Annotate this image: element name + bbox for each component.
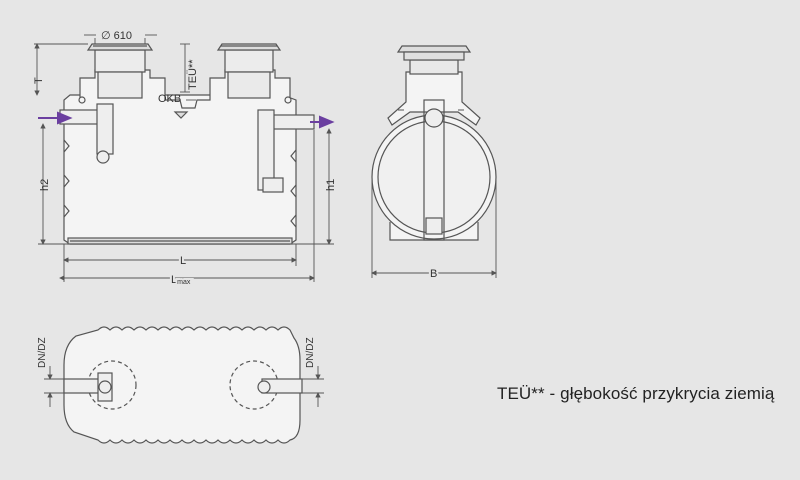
lmax-main: L bbox=[171, 274, 177, 286]
manhole-left bbox=[94, 49, 146, 73]
h2-label: h2 bbox=[39, 179, 51, 191]
teu-label: TEÜ** bbox=[187, 59, 199, 90]
t-label: T bbox=[33, 77, 45, 84]
b-label: B bbox=[430, 268, 437, 280]
lmax-label: Lmax bbox=[171, 274, 191, 286]
okb-marker bbox=[173, 111, 189, 119]
manhole-right-cover bbox=[216, 43, 282, 51]
inlet-flow-arrow bbox=[38, 111, 73, 125]
side-view bbox=[59, 43, 315, 245]
dn-dz-left-label: DN/DZ bbox=[37, 337, 48, 368]
okb-label: OKB bbox=[158, 93, 181, 105]
top-dimensions bbox=[44, 366, 324, 407]
side-dimensions bbox=[34, 34, 334, 282]
h1-label: h1 bbox=[325, 179, 337, 191]
end-view bbox=[371, 45, 497, 241]
end-cover bbox=[396, 45, 472, 53]
outlet-pipe bbox=[267, 114, 315, 130]
top-view bbox=[63, 326, 303, 444]
manhole-left-cover bbox=[86, 43, 154, 51]
teu-note: TEÜ** - głębokość przykrycia ziemią bbox=[497, 384, 775, 403]
manhole-right bbox=[224, 49, 274, 73]
lmax-sub: max bbox=[177, 279, 191, 286]
tank-outline bbox=[63, 326, 301, 444]
dn-dz-right-label: DN/DZ bbox=[305, 337, 316, 368]
outlet-flow-arrow bbox=[310, 115, 335, 129]
end-dimensions bbox=[371, 180, 497, 278]
l-label: L bbox=[180, 255, 186, 267]
diameter-label: ∅ 610 bbox=[101, 30, 132, 42]
